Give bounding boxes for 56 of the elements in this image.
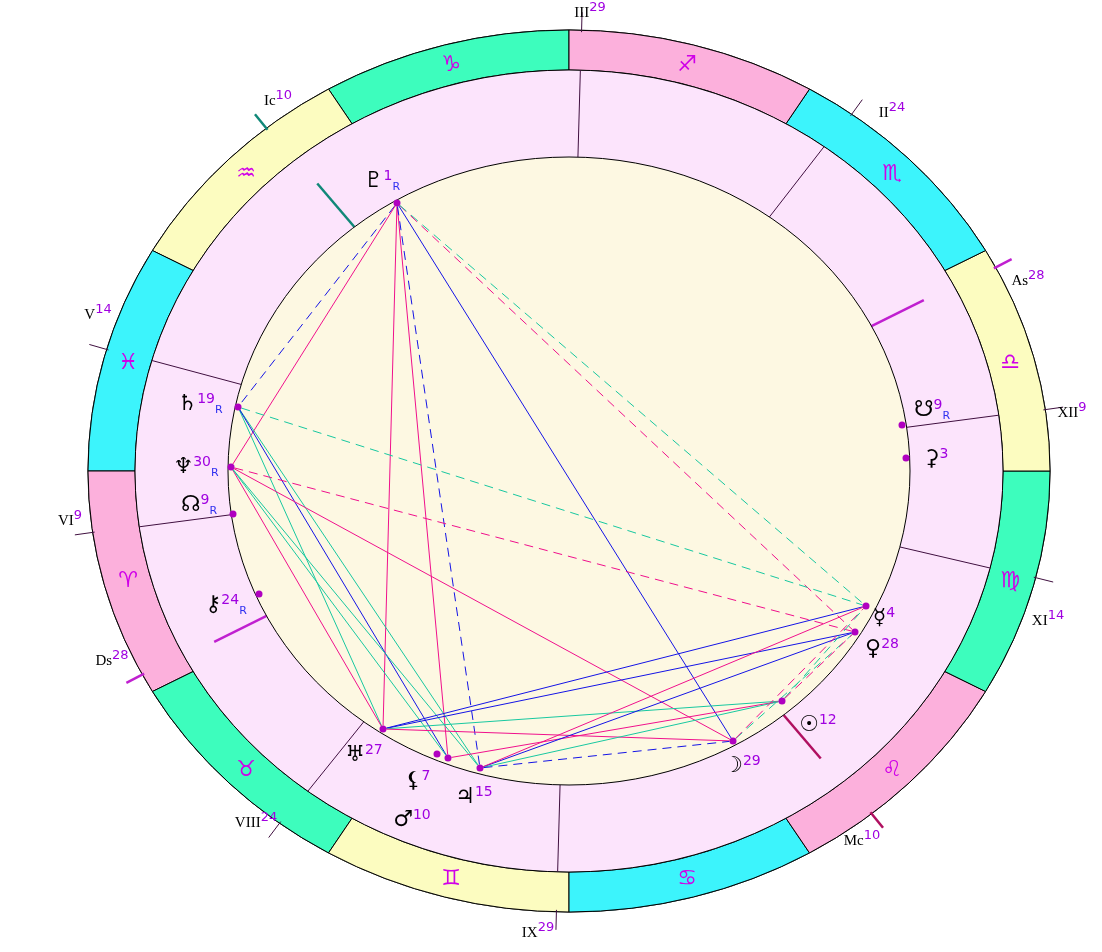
aspect-line bbox=[483, 740, 730, 769]
aspect-line bbox=[482, 606, 864, 768]
zodiac-sign-glyph: ♍ bbox=[1000, 569, 1020, 591]
planet-glyph: ♅$^{27}$ bbox=[345, 743, 383, 765]
planet-glyph: ♀$^{28}$ bbox=[865, 637, 899, 659]
house-cusp-label: VI$^{9}$ bbox=[57, 512, 83, 528]
house-cusp-label: Mc$^{10}$ bbox=[843, 832, 881, 848]
zodiac-sign-glyph: ♉ bbox=[236, 758, 256, 780]
aspect-line bbox=[239, 409, 479, 766]
aspect-line bbox=[386, 728, 730, 742]
aspect-line bbox=[232, 469, 447, 756]
planet-glyph: ☉$^{12}$ bbox=[799, 713, 837, 735]
aspect-line bbox=[232, 205, 396, 465]
aspect-line bbox=[735, 633, 853, 740]
zodiac-sign-glyph: ♌ bbox=[882, 758, 902, 780]
aspect-line bbox=[233, 468, 731, 740]
zodiac-sign-glyph: ♎ bbox=[1000, 351, 1020, 373]
zodiac-sign-glyph: ♓ bbox=[118, 351, 138, 373]
planet-glyph: ⚸$^{7}$ bbox=[405, 769, 431, 791]
aspect-line bbox=[232, 469, 479, 766]
zodiac-sign-glyph: ♋ bbox=[677, 867, 697, 889]
aspect-line bbox=[398, 205, 732, 739]
aspect-line bbox=[239, 205, 396, 405]
aspect-line bbox=[239, 409, 447, 756]
aspect-line bbox=[734, 608, 865, 739]
planet-glyph: ☽$^{29}$ bbox=[723, 754, 761, 776]
house-cusp-label: Ic$^{10}$ bbox=[263, 92, 293, 108]
zodiac-sign-glyph: ♐ bbox=[677, 53, 697, 75]
aspect-line bbox=[233, 467, 853, 632]
house-cusp-label: II$^{24}$ bbox=[878, 104, 906, 120]
house-cusp-label: VIII$^{24}$ bbox=[234, 814, 278, 830]
aspect-line bbox=[784, 633, 853, 700]
house-cusp-label: IX$^{29}$ bbox=[521, 924, 555, 940]
house-cusp-label: V$^{14}$ bbox=[84, 306, 112, 322]
house-cusp-label: XI$^{14}$ bbox=[1031, 612, 1065, 628]
planet-glyph: ♃$^{15}$ bbox=[455, 785, 493, 807]
aspect-line bbox=[382, 206, 398, 726]
zodiac-sign-glyph: ♈ bbox=[118, 569, 138, 591]
house-cusp-label: Ds$^{28}$ bbox=[95, 652, 129, 668]
planet-glyph: ♂$^{10}$ bbox=[393, 808, 431, 830]
house-cusp-label: As$^{28}$ bbox=[1011, 272, 1045, 288]
house-cusp-label: XII$^{9}$ bbox=[1057, 404, 1087, 420]
planet-glyph: ☿$^{4}$ bbox=[872, 606, 896, 628]
house-cusp-label: III$^{29}$ bbox=[574, 4, 606, 20]
zodiac-sign-glyph: ♏ bbox=[882, 162, 902, 184]
zodiac-sign-glyph: ♒ bbox=[236, 162, 256, 184]
aspect-line bbox=[482, 701, 780, 768]
aspect-line bbox=[385, 632, 853, 729]
zodiac-sign-glyph: ♑ bbox=[441, 53, 461, 75]
zodiac-sign-glyph: ♊ bbox=[441, 867, 461, 889]
aspect-line bbox=[450, 701, 780, 758]
aspect-line bbox=[397, 205, 480, 766]
planet-glyph: ⚳$^{3}$ bbox=[923, 447, 949, 469]
aspect-line bbox=[238, 409, 383, 727]
aspect-line bbox=[240, 407, 864, 606]
aspect-line bbox=[232, 469, 382, 727]
